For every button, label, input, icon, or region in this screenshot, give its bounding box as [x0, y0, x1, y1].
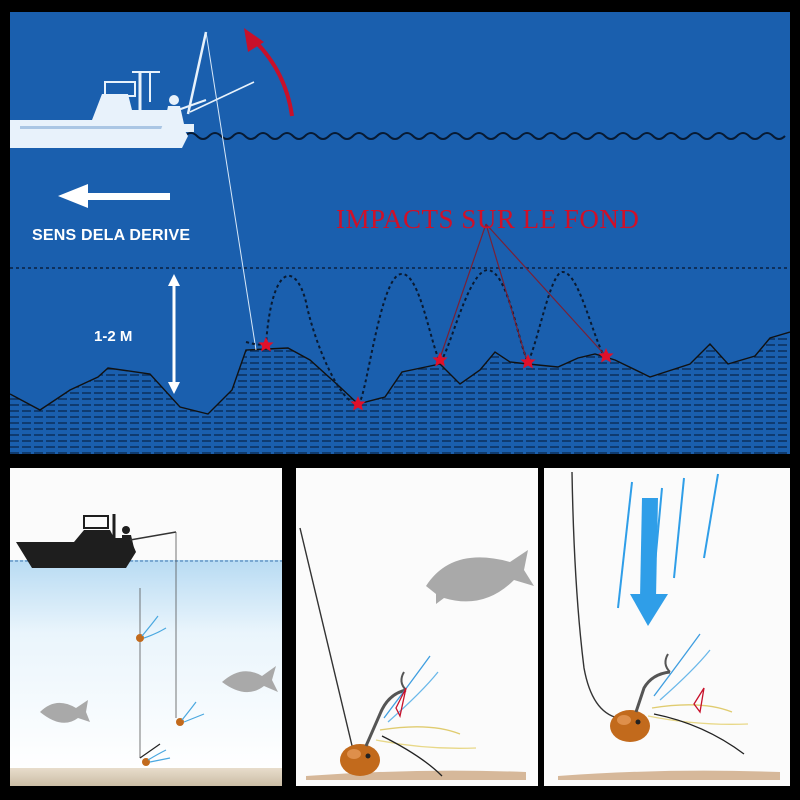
boat-rigging-svg	[10, 514, 282, 786]
seabed-line	[10, 331, 790, 415]
jig-trajectory	[245, 268, 605, 406]
drift-arrow-icon	[58, 184, 170, 208]
depth-arrow-icon	[168, 274, 180, 394]
fishing-rod	[129, 531, 177, 541]
fishing-line	[571, 471, 619, 719]
fish-icon	[40, 700, 90, 723]
jig-tentacles	[375, 655, 477, 777]
impact-star	[598, 348, 614, 363]
jig-lure-icon	[610, 653, 671, 742]
water-surface-wave	[184, 132, 786, 140]
impact-pointer-lines	[439, 223, 605, 359]
sand-bottom	[558, 770, 780, 780]
fish-icon	[222, 666, 278, 693]
jig-on-bottom-panel	[296, 468, 538, 786]
sand-bottom	[10, 768, 282, 786]
jig-falling-panel	[544, 468, 790, 786]
falling-arrow-icon	[630, 498, 668, 626]
boat-rigging-panel	[10, 468, 282, 786]
sand-bottom	[306, 770, 526, 780]
impact-stars	[258, 337, 614, 411]
lift-arrow-head	[244, 28, 264, 52]
fishing-line	[205, 31, 257, 351]
drift-diagram-svg	[10, 28, 790, 454]
fishing-rod	[186, 31, 208, 115]
bottom-impacts-label: IMPACTS SUR LE FOND	[336, 204, 640, 234]
fisherman-icon	[160, 95, 207, 132]
boat-icon	[10, 71, 188, 148]
jig-lure-icon	[340, 671, 407, 776]
boat-icon	[16, 514, 136, 568]
jig-lure-icon	[142, 749, 171, 766]
impact-star	[258, 337, 274, 352]
jig-motion-arrow	[139, 743, 161, 759]
lift-arrow	[252, 38, 294, 117]
depth-range-label: 1-2 M	[94, 328, 133, 345]
jig-falling-svg	[558, 471, 780, 780]
impact-star	[350, 396, 366, 411]
fish-icon	[426, 550, 534, 604]
impact-star	[432, 352, 448, 367]
fishing-rod-lift	[189, 81, 255, 113]
jig-lure-icon	[136, 615, 167, 642]
jig-tentacles	[647, 633, 749, 755]
jig-lure-icon	[176, 701, 205, 726]
water-column	[10, 560, 282, 770]
drift-direction-label: SENS DELA DERIVE	[32, 227, 191, 244]
jig-on-bottom-svg	[299, 527, 534, 780]
fisherman-icon	[122, 526, 134, 548]
impact-star	[520, 354, 536, 369]
fishing-line	[299, 527, 355, 755]
drift-diagram-panel: SENS DELA DERIVE 1-2 M IMPACTS SUR LE FO…	[10, 12, 790, 454]
